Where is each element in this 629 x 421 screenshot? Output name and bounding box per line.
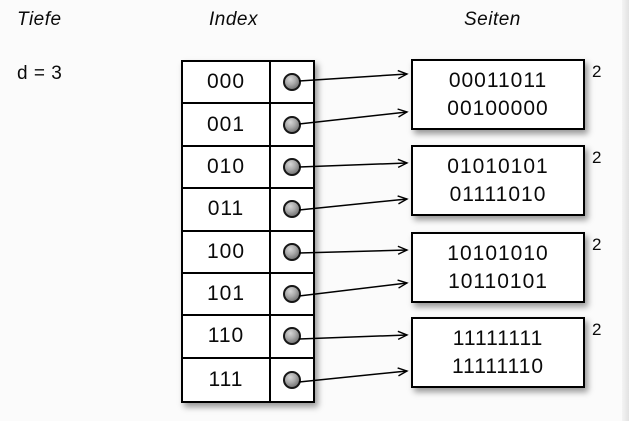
arrow-101 — [298, 279, 409, 297]
pointer-dot-icon — [283, 370, 301, 389]
pointer-cell — [271, 104, 313, 144]
local-depth-label: 2 — [592, 148, 602, 167]
page-record: 11111110 — [451, 354, 545, 378]
index-table-row: 000 — [183, 62, 313, 105]
page-record: 10101010 — [447, 241, 549, 265]
index-header: Index — [209, 9, 258, 30]
index-cell: 001 — [183, 104, 271, 145]
depth-header: Tiefe — [17, 9, 62, 30]
pointer-dot-icon — [283, 242, 301, 261]
page-record: 00011011 — [448, 68, 548, 92]
pointer-cell — [271, 189, 313, 229]
pointer-cell — [271, 62, 313, 102]
pointer-dot-icon — [283, 115, 301, 134]
slide-edge — [622, 0, 629, 421]
index-cell: 101 — [183, 273, 271, 315]
index-table-row: 011 — [183, 189, 313, 232]
local-depth-label: 2 — [592, 235, 602, 254]
local-depth-label: 2 — [592, 320, 602, 339]
page-record: 10110101 — [448, 269, 548, 293]
page-box: 10101010 10110101 — [411, 232, 585, 303]
pointer-cell — [271, 359, 313, 401]
index-table-row: 111 — [183, 358, 313, 401]
page-box: 01010101 01111010 — [411, 145, 585, 216]
arrow-111 — [298, 367, 409, 383]
arrow-110 — [298, 330, 409, 340]
index-cell: 011 — [183, 189, 271, 230]
index-cell: 000 — [183, 62, 271, 103]
index-cell: 110 — [183, 316, 271, 357]
index-table-row: 110 — [183, 316, 313, 359]
page-record: 11111111 — [452, 326, 544, 350]
pointer-cell — [271, 316, 313, 356]
index-table: 000 001 010 011 100 101 110 111 — [181, 60, 315, 403]
pointer-dot-icon — [283, 327, 301, 346]
arrow-100 — [298, 245, 409, 255]
pointer-dot-icon — [283, 157, 301, 176]
index-table-row: 001 — [183, 104, 313, 147]
page-box: 11111111 11111110 — [411, 317, 585, 388]
pages-header: Seiten — [464, 9, 521, 30]
arrow-000 — [298, 69, 409, 82]
arrow-011 — [298, 195, 409, 211]
index-table-row: 101 — [183, 273, 313, 317]
page-record: 00100000 — [447, 96, 549, 120]
index-cell: 010 — [183, 146, 271, 188]
index-table-row: 100 — [183, 231, 313, 274]
page-record: 01010101 — [447, 154, 549, 178]
arrow-010 — [298, 158, 409, 168]
pointer-cell — [271, 232, 313, 272]
pointer-dot-icon — [283, 285, 301, 304]
index-table-row: 010 — [183, 146, 313, 190]
page-box: 00011011 00100000 — [411, 59, 585, 130]
pointer-dot-icon — [283, 73, 301, 92]
index-cell: 111 — [183, 358, 271, 401]
pointer-cell — [271, 274, 313, 314]
depth-value: d = 3 — [17, 63, 63, 84]
local-depth-label: 2 — [592, 62, 602, 81]
pointer-cell — [271, 147, 313, 187]
arrow-001 — [298, 108, 409, 125]
index-cell: 100 — [183, 231, 271, 272]
page-record: 01111010 — [449, 182, 547, 206]
pointer-dot-icon — [283, 200, 301, 219]
